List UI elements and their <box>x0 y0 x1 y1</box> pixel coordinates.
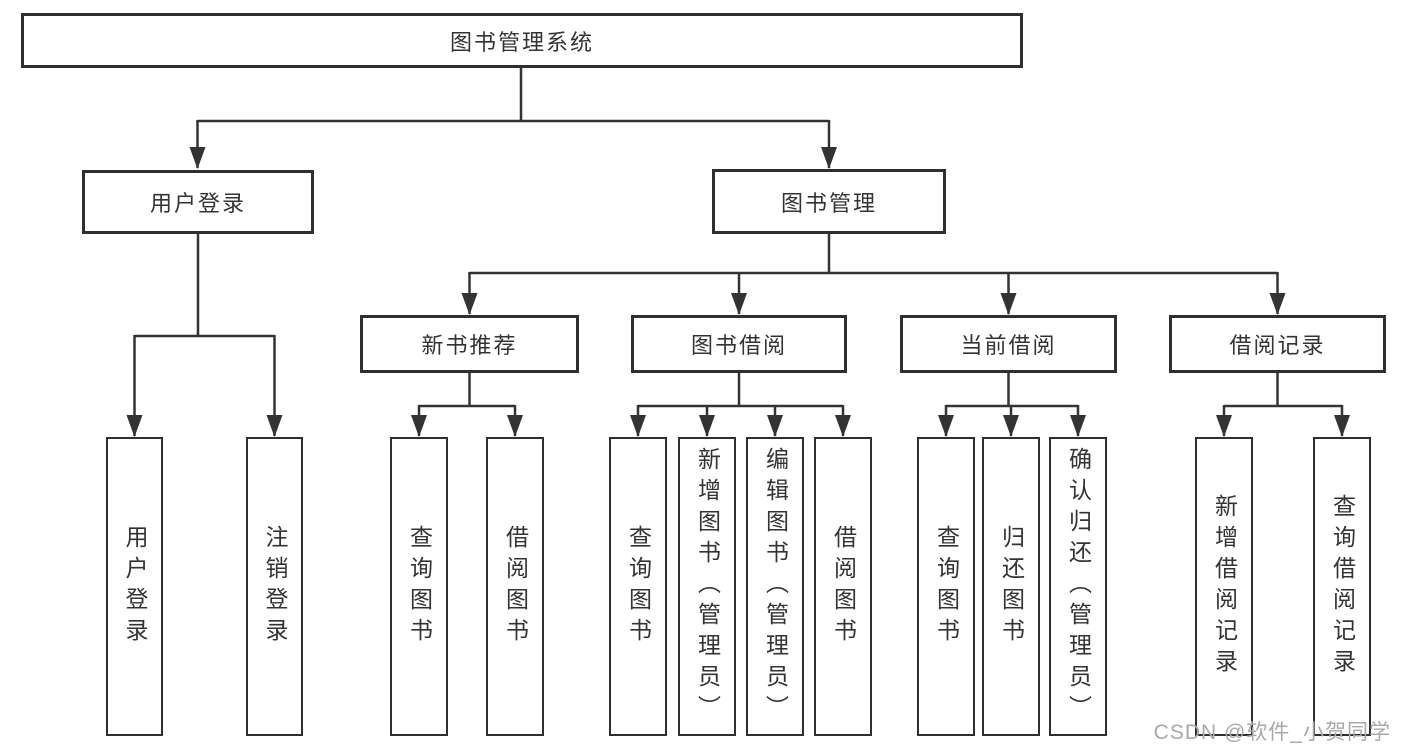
node-label: 注销登录 <box>262 524 288 649</box>
connector-user-login <box>126 234 283 437</box>
node-edit-books-admin: 编辑图书（管理员） <box>746 437 804 736</box>
node-label: 当前借阅 <box>960 333 1057 358</box>
connector-current-borrow <box>938 373 1086 437</box>
node-user-login-leaf: 用户登录 <box>106 437 163 736</box>
node-add-books-admin: 新增图书（管理员） <box>678 437 736 736</box>
node-add-borrow-record: 新增借阅记录 <box>1195 437 1253 736</box>
node-borrow-books-leaf: 借阅图书 <box>814 437 872 736</box>
node-user-login: 用户登录 <box>82 170 314 234</box>
node-new-book-recommendation: 新书推荐 <box>360 315 579 373</box>
node-label: 图书借阅 <box>690 333 787 358</box>
node-label: 查询图书 <box>625 524 652 649</box>
node-query-books-borrow: 查询图书 <box>609 437 667 736</box>
node-label: 新增借阅记录 <box>1211 493 1238 680</box>
node-label: 用户登录 <box>149 191 246 216</box>
node-label: 用户登录 <box>122 524 148 649</box>
node-book-management: 图书管理 <box>712 169 946 234</box>
connector-book-mgmt <box>461 234 1286 315</box>
node-book-borrowing: 图书借阅 <box>631 315 847 373</box>
node-label: 图书管理系统 <box>449 29 594 55</box>
node-current-borrowing: 当前借阅 <box>900 315 1117 373</box>
node-borrow-books-rec: 借阅图书 <box>486 437 544 736</box>
connector-borrow-records <box>1216 373 1350 437</box>
node-library-system-root: 图书管理系统 <box>21 13 1023 68</box>
connector-new-book-rec <box>411 373 523 437</box>
node-query-books-current: 查询图书 <box>917 437 975 736</box>
node-label: 新书推荐 <box>421 333 518 358</box>
node-label: 查询借阅记录 <box>1329 493 1356 680</box>
connector-root <box>189 68 837 169</box>
node-return-books: 归还图书 <box>982 437 1040 736</box>
csdn-watermark: CSDN @软件_小贺同学 <box>1153 721 1391 744</box>
node-label: 借阅图书 <box>502 524 529 649</box>
node-label: 借阅图书 <box>830 524 857 649</box>
node-confirm-return-admin: 确认归还（管理员） <box>1049 437 1107 736</box>
node-label: 借阅记录 <box>1229 333 1326 358</box>
node-label: 图书管理 <box>780 190 877 216</box>
node-query-borrow-record: 查询借阅记录 <box>1313 437 1371 736</box>
node-label: 新增图书（管理员） <box>694 447 721 726</box>
connector-book-borrow <box>630 373 851 437</box>
node-label: 查询图书 <box>406 524 433 649</box>
node-logout-leaf: 注销登录 <box>246 437 303 736</box>
node-label: 确认归还（管理员） <box>1065 447 1092 726</box>
node-label: 编辑图书（管理员） <box>762 447 789 726</box>
node-label: 查询图书 <box>933 524 960 649</box>
node-label: 归还图书 <box>998 524 1025 649</box>
node-borrowing-records: 借阅记录 <box>1169 315 1386 373</box>
node-query-books-rec: 查询图书 <box>390 437 448 736</box>
